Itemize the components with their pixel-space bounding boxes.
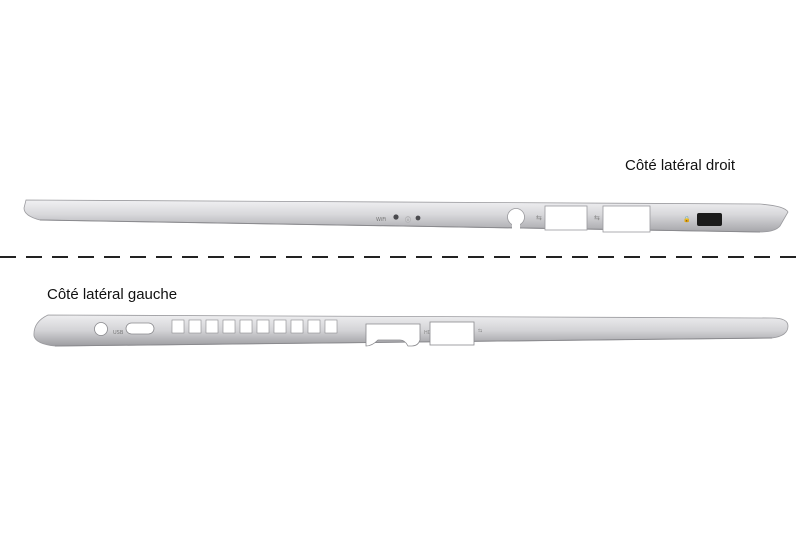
headphone-jack-icon[interactable] <box>507 208 525 231</box>
left-side-label: Côté latéral gauche <box>47 286 178 303</box>
usb-icon[interactable]: ⇆ <box>594 205 651 233</box>
led-icon: ⓘ WiFi <box>376 215 421 224</box>
usb-icon[interactable]: ⇆ <box>536 205 588 231</box>
right-side-label: Côté latéral droit <box>625 157 736 174</box>
section-divider <box>0 256 800 258</box>
svg-text:⇆: ⇆ <box>594 214 600 222</box>
svg-text:⇆: ⇆ <box>478 328 482 334</box>
usb-port-icon[interactable]: ⇆ <box>429 321 482 346</box>
right-side-body <box>23 199 789 233</box>
svg-text:⇆: ⇆ <box>536 214 542 222</box>
power-button-icon[interactable] <box>393 214 399 220</box>
svg-text:🔒: 🔒 <box>683 215 690 223</box>
svg-text:USB: USB <box>113 330 124 336</box>
svg-text:ⓘ: ⓘ <box>405 216 411 224</box>
svg-text:WiFi: WiFi <box>376 217 386 223</box>
power-jack-icon[interactable] <box>94 322 108 336</box>
lock-slot-icon[interactable]: 🔒 <box>683 213 722 226</box>
usb-c-port-icon[interactable]: USB <box>113 322 155 336</box>
vent-icon <box>171 319 338 334</box>
